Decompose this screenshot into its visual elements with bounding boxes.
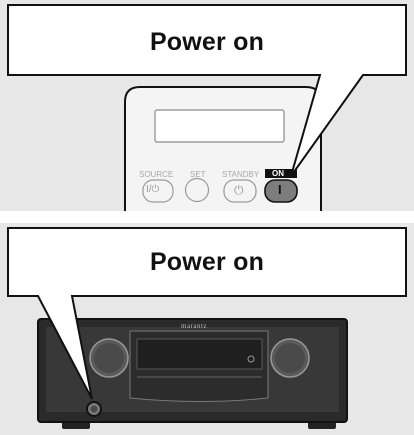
standby-button-label: STANDBY [222,170,260,179]
source-button-label: SOURCE [139,170,174,179]
on-label-box [265,169,297,178]
remote-power-on-diagram: Power on SOURCE SET STANDBY ON I/⏻ ⏻ I [0,0,414,211]
receiver-indicator [247,355,255,363]
set-button-label: SET [190,170,206,179]
remote-illustration [7,4,407,211]
on-button-label: ON [272,169,284,178]
brand-logo: marantz [181,322,208,330]
callout-box [7,4,407,177]
source-power-icon: I/⏻ [146,184,160,195]
receiver-power-on-diagram: Power on marantz [0,223,414,435]
receiver-illustration [7,227,407,429]
set-button[interactable] [184,177,210,203]
on-power-icon: I [278,182,282,197]
source-power-button[interactable] [142,179,174,203]
callout-label: Power on [149,248,265,276]
callout-label: Power on [149,28,265,56]
callout-box [7,227,407,400]
receiver-display [136,338,263,370]
on-button[interactable] [264,179,298,203]
standby-power-icon: ⏻ [234,183,244,197]
remote-display [154,109,285,143]
standby-button[interactable] [223,179,257,203]
